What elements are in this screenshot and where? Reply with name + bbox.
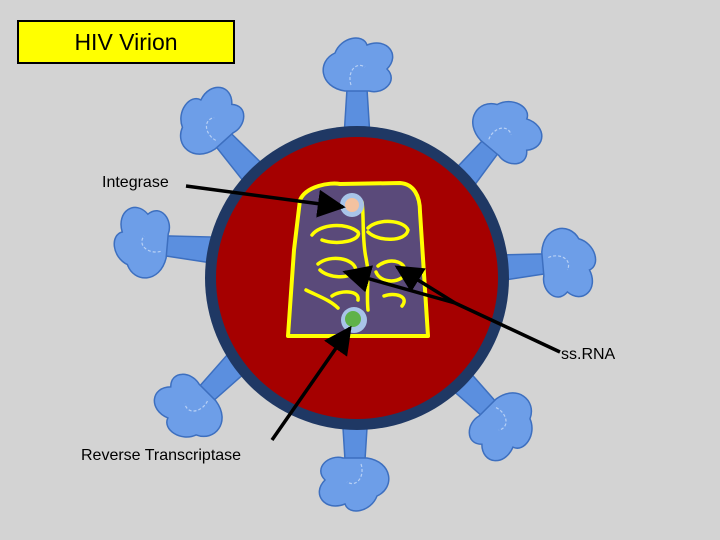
rna-strands (304, 200, 410, 312)
pointer-arrows (185, 184, 561, 442)
ssrna-arrow-stem (454, 301, 561, 354)
reverse-transcriptase-label: Reverse Transcriptase (81, 447, 242, 464)
title-text: HIV Virion (74, 28, 178, 55)
title-box: HIV Virion (17, 20, 235, 64)
integrase-arrow (185, 184, 346, 218)
reverse-transcriptase-arrow (270, 325, 352, 442)
gp120-spike (110, 205, 217, 285)
gp120-spike (493, 224, 600, 305)
gp120-spike (322, 37, 394, 138)
ssrna-arrow-right (394, 265, 456, 305)
integrase-label: Integrase (102, 174, 169, 191)
integrase-enzyme (340, 193, 364, 217)
ssrna-label: ss.RNA (561, 346, 616, 363)
reverse-transcriptase-enzyme (341, 307, 367, 333)
